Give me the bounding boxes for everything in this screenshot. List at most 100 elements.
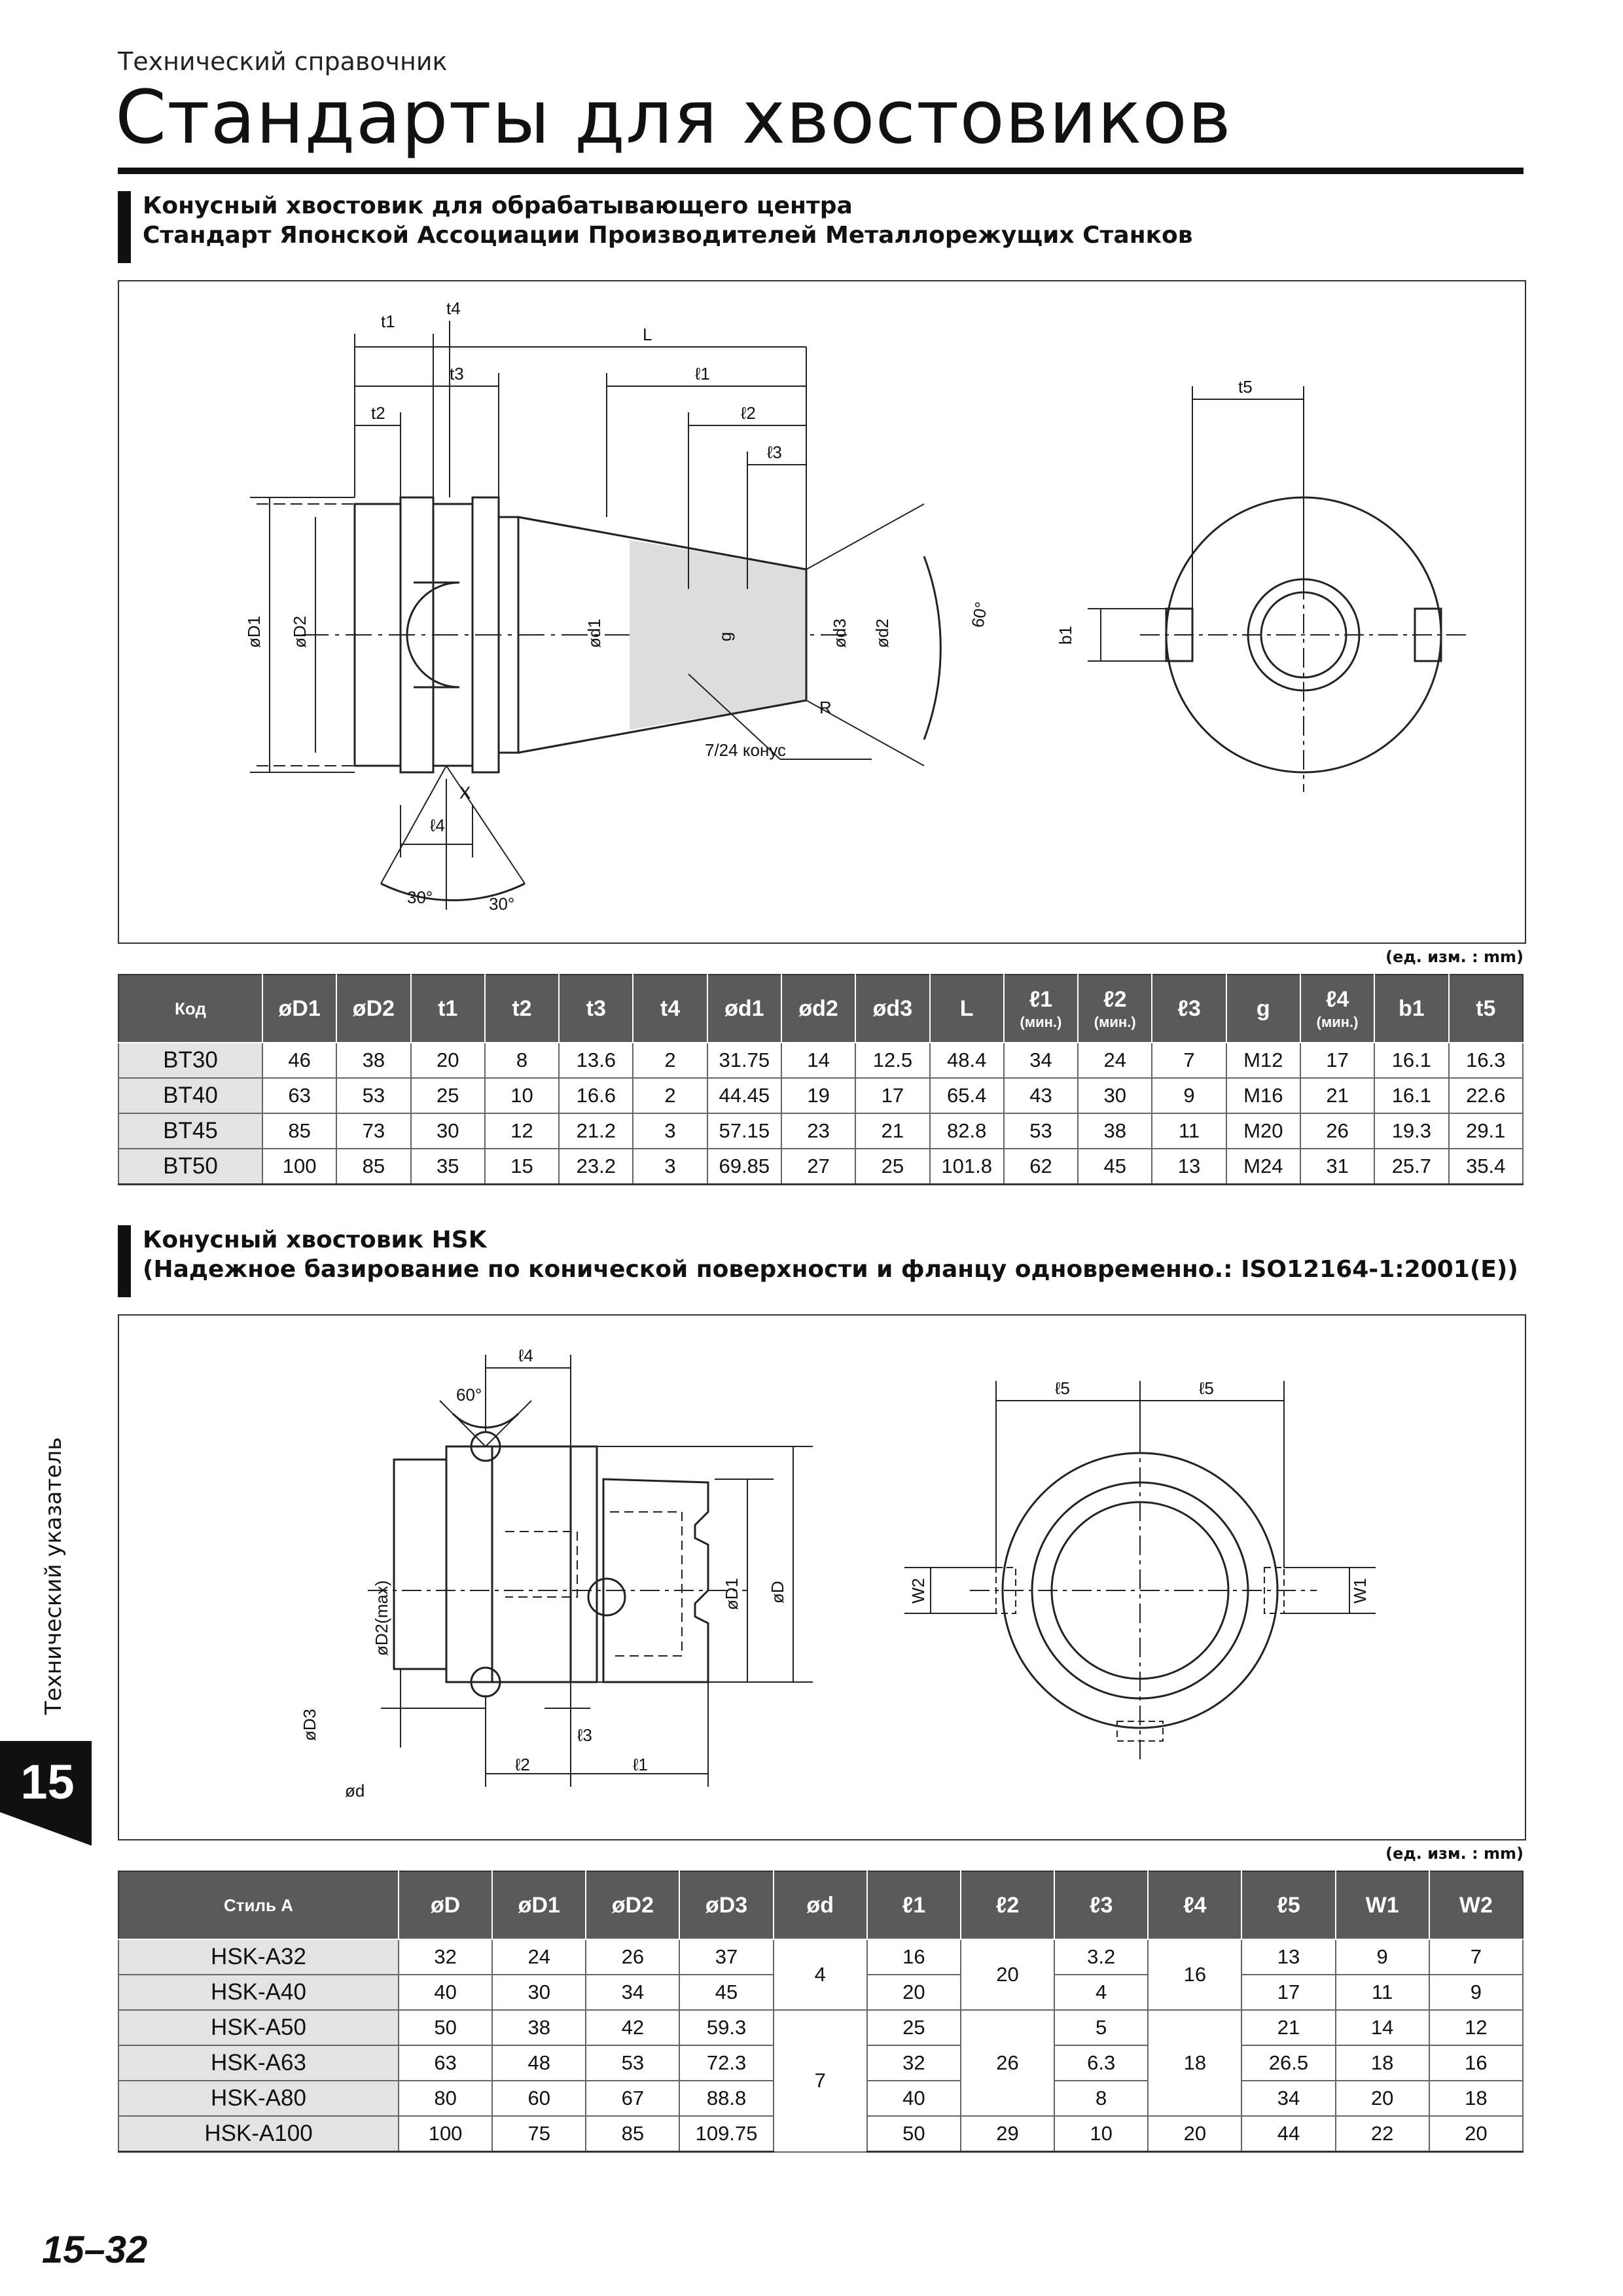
bt-header-cell: t4	[632, 974, 708, 1043]
bt-cell: 3	[632, 1148, 708, 1185]
bt-cell: M16	[1225, 1077, 1301, 1114]
bt-cell: 8	[484, 1042, 560, 1079]
bt-cell: 45	[1077, 1148, 1153, 1185]
bt-header-cell: øD2	[336, 974, 412, 1043]
hsk-dim-l4: ℓ4	[518, 1346, 533, 1365]
hsk-cell-l5: 13	[1241, 1939, 1336, 1975]
hsk-code: HSK-A40	[118, 1974, 399, 2011]
bt-dim-d2: ød2	[872, 619, 892, 648]
hsk-cell-l3: 5	[1054, 2009, 1149, 2046]
bt-label-X: X	[459, 783, 471, 802]
hsk-dim-l5-right: ℓ5	[1199, 1378, 1214, 1398]
bt-cell: 57.15	[706, 1113, 782, 1149]
hsk-cell-W2: 16	[1428, 2045, 1524, 2081]
bt-cell: 53	[1003, 1113, 1079, 1149]
hsk-cell-l2: 26	[959, 2009, 1056, 2117]
hsk-cell-d: 7	[772, 2009, 868, 2153]
hsk-code: HSK-A50	[118, 2009, 399, 2046]
hsk-cell-l2: 20	[959, 1939, 1056, 2011]
bt-cell: 7	[1151, 1042, 1227, 1079]
bt-cell: 31	[1299, 1148, 1376, 1185]
bt-header-cell: L	[929, 974, 1005, 1043]
hsk-cell-d: 4	[772, 1939, 868, 2011]
bt-cell: 12.5	[855, 1042, 931, 1079]
bt-dim-t3: t3	[450, 364, 464, 384]
bt-cell: 16.6	[558, 1077, 634, 1114]
bt-cell: 26	[1299, 1113, 1376, 1149]
hsk-cell-D2: 34	[585, 1974, 681, 2011]
hsk-dim-d: ød	[345, 1781, 365, 1801]
bt-cell: 19	[780, 1077, 857, 1114]
hsk-cell-l5: 21	[1241, 2009, 1336, 2046]
bt-cell: 62	[1003, 1148, 1079, 1185]
hsk-header-cell: øD	[397, 1871, 493, 1940]
section-hsk-line1: Конусный хвостовик HSK	[143, 1227, 487, 1253]
bt-header-cell: t1	[410, 974, 486, 1043]
bt-cell: 53	[336, 1077, 412, 1114]
hsk-header-cell: W2	[1428, 1871, 1524, 1940]
bt-header-cell: ℓ1(мин.)	[1003, 974, 1079, 1043]
hsk-cell-l5: 26.5	[1241, 2045, 1336, 2081]
bt-cell: 2	[632, 1042, 708, 1079]
bt-header-cell: ℓ4(мин.)	[1299, 974, 1376, 1043]
chapter-number: 15	[20, 1755, 75, 1809]
bt-cell: 85	[336, 1148, 412, 1185]
hsk-cell-D2: 67	[585, 2080, 681, 2117]
bt-dim-D1: øD1	[244, 616, 264, 648]
section-hsk-line2: (Надежное базирование по конической пове…	[143, 1256, 1518, 1283]
sidebar-section-label: Технический указатель	[41, 1437, 67, 1715]
bt-dim-l2: ℓ2	[741, 403, 756, 423]
hsk-header-cell: øD3	[679, 1871, 774, 1940]
hsk-dim-W2: W2	[908, 1578, 928, 1604]
hsk-units-note: (ед. изм. : mm)	[1385, 1844, 1524, 1863]
bt-dim-b1: b1	[1056, 626, 1075, 645]
bt-header-cell: t3	[558, 974, 634, 1043]
hsk-dim-l5-left: ℓ5	[1055, 1378, 1070, 1398]
bt-cell: 16.1	[1374, 1077, 1450, 1114]
bt-cell: 13	[1151, 1148, 1227, 1185]
bt-header-cell: t2	[484, 974, 560, 1043]
bt-dim-l4: ℓ4	[430, 816, 445, 835]
hsk-cell-l1: 25	[866, 2009, 961, 2046]
bt-cell: 11	[1151, 1113, 1227, 1149]
hsk-cell-D: 50	[397, 2009, 493, 2046]
bt-cell: 101.8	[929, 1148, 1005, 1185]
hsk-cell-l4: 18	[1147, 2009, 1243, 2117]
hsk-cell-l1: 32	[866, 2045, 961, 2081]
hsk-header-cell: øD1	[491, 1871, 587, 1940]
hsk-cell-D1: 30	[491, 1974, 587, 2011]
hsk-cell-l3: 3.2	[1054, 1939, 1149, 1975]
bt-header-sub: (мин.)	[1020, 1013, 1062, 1030]
bt-dim-t2: t2	[371, 403, 385, 423]
bt-cell: 27	[780, 1148, 857, 1185]
bt-cell: 12	[484, 1113, 560, 1149]
bt-cell: M24	[1225, 1148, 1301, 1185]
hsk-cell-W1: 18	[1334, 2045, 1430, 2081]
bt-cell: 34	[1003, 1042, 1079, 1079]
bt-cell: 35	[410, 1148, 486, 1185]
bt-cell: 73	[336, 1113, 412, 1149]
bt-cell: 43	[1003, 1077, 1079, 1114]
hsk-cell-D: 32	[397, 1939, 493, 1975]
bt-dim-L: L	[643, 325, 652, 344]
bt-code: BT40	[118, 1077, 263, 1114]
bt-angle-60: 60°	[967, 600, 991, 629]
bt-dim-t4: t4	[446, 298, 461, 318]
hsk-cell-l4: 20	[1147, 2115, 1243, 2153]
bt-cell: 25	[855, 1148, 931, 1185]
hsk-cell-l1: 50	[866, 2115, 961, 2153]
hsk-cell-D3: 45	[679, 1974, 774, 2011]
hsk-cell-l1: 16	[866, 1939, 961, 1975]
hsk-cell-D2: 53	[585, 2045, 681, 2081]
bt-code: BT30	[118, 1042, 263, 1079]
hsk-cell-D1: 38	[491, 2009, 587, 2046]
hsk-cell-D: 80	[397, 2080, 493, 2117]
hsk-header-cell: ød	[772, 1871, 868, 1940]
bt-cell: 3	[632, 1113, 708, 1149]
bt-cell: 16.1	[1374, 1042, 1450, 1079]
